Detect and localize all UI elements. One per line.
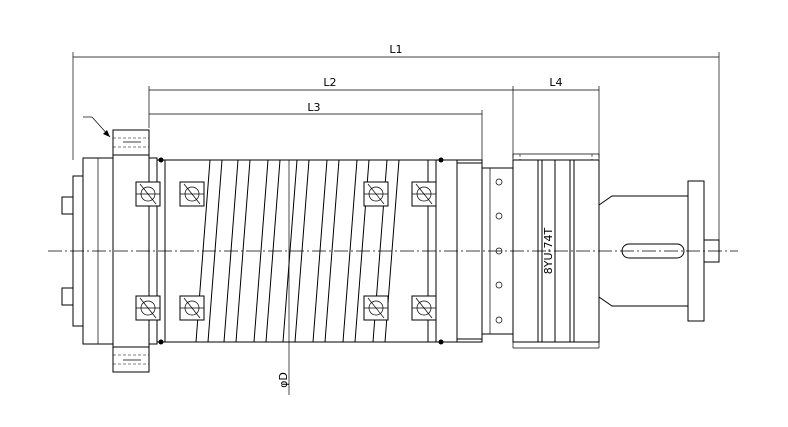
bearing: [179, 181, 205, 207]
dimension-l1-label: L1: [389, 43, 402, 56]
bearing: [363, 181, 389, 207]
leader-arrow: [83, 116, 111, 138]
part-label: 8YU-74T: [542, 227, 555, 274]
dimension-l2-label: L2: [323, 76, 336, 89]
bearing: [179, 295, 205, 321]
bearing: [411, 295, 437, 321]
dimension-l4: L4: [513, 76, 600, 158]
dimension-l1: L1: [72, 43, 720, 240]
bearing: [363, 295, 389, 321]
bearing: [135, 181, 161, 207]
bearing: [135, 295, 161, 321]
dimension-l3: L3: [149, 101, 483, 168]
dimension-diameter-label: φD: [277, 372, 290, 388]
dimension-l2: L2: [148, 76, 514, 158]
dimension-l4-label: L4: [549, 76, 562, 89]
bearings: [135, 181, 437, 321]
bearing: [411, 181, 437, 207]
groove: [253, 159, 281, 343]
dimension-diameter: φD: [277, 160, 290, 395]
dimension-l3-label: L3: [307, 101, 320, 114]
